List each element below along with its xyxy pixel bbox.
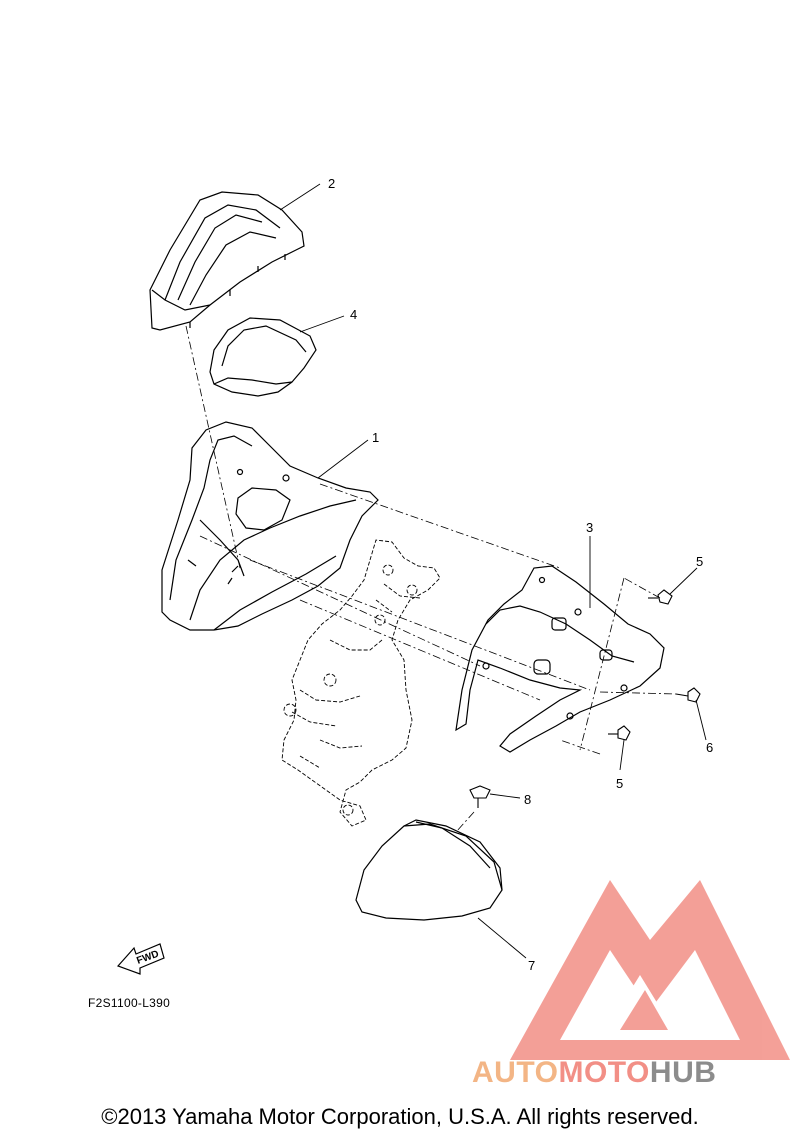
watermark-auto: AUTO [472, 1056, 559, 1089]
part-number-6: 6 [706, 740, 713, 755]
part-number-5-upper: 5 [696, 554, 703, 569]
screw-right [675, 687, 701, 703]
part-number-3: 3 [586, 520, 593, 535]
bolt-upper [648, 589, 673, 605]
screw-cap [469, 785, 491, 808]
inner-panel [455, 565, 665, 753]
part-number-7: 7 [528, 958, 535, 973]
meter-lens [209, 317, 317, 397]
cap [355, 819, 503, 921]
handlebar-assembly [281, 539, 441, 827]
bolt-lower [608, 725, 631, 741]
upper-panel [149, 191, 305, 331]
watermark-logo [510, 880, 790, 1060]
copyright-notice: ©2013 Yamaha Motor Corporation, U.S.A. A… [101, 1104, 699, 1129]
watermark-text: AUTOMOTOHUB [472, 1056, 716, 1090]
watermark-hub: HUB [649, 1056, 717, 1089]
drawing-code: F2S1100-L390 [88, 996, 171, 1010]
leader-lines [279, 183, 707, 959]
forward-arrow-icon: FWD [116, 943, 165, 975]
part-number-5-lower: 5 [616, 776, 623, 791]
part-number-2: 2 [328, 176, 335, 191]
part-number-1: 1 [372, 430, 379, 445]
front-cover [161, 421, 379, 631]
reference-lines [185, 325, 677, 833]
part-number-8: 8 [524, 792, 531, 807]
part-number-4: 4 [350, 307, 357, 322]
watermark-moto: MOTO [558, 1056, 650, 1089]
